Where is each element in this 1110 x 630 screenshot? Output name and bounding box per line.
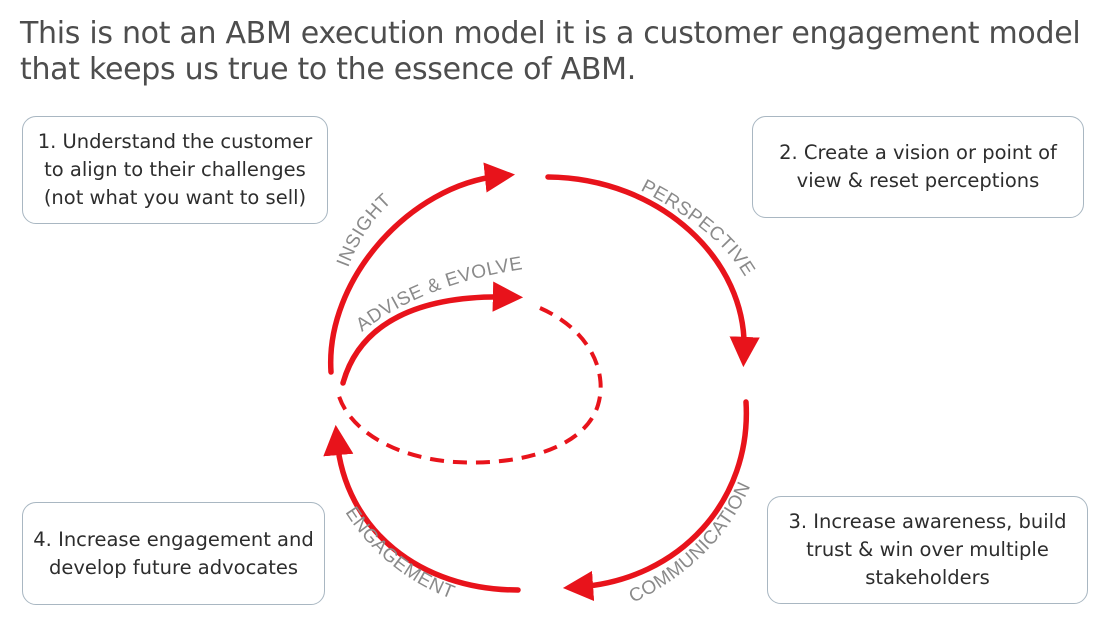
advise-evolve-dashed-loop <box>336 306 603 465</box>
advise-evolve-arrow <box>340 281 524 386</box>
step-2-label: 2. Create a vision or point of view & re… <box>779 141 1057 192</box>
engagement-arrow <box>323 424 521 593</box>
step-4-box: 4. Increase engagement and develop futur… <box>22 502 325 605</box>
step-3-label: 3. Increase awareness, build trust & win… <box>788 510 1067 589</box>
communication-arrow <box>562 399 750 602</box>
insight-arrow <box>328 162 516 375</box>
step-3-box: 3. Increase awareness, build trust & win… <box>767 496 1088 604</box>
perspective-label: PERSPECTIVE <box>638 176 759 280</box>
engagement-label: ENGAGEMENT <box>341 503 458 603</box>
step-4-label: 4. Increase engagement and develop futur… <box>33 527 314 579</box>
step-1-label: 1. Understand the customer to align to t… <box>37 130 313 209</box>
step-1-box: 1. Understand the customer to align to t… <box>22 116 328 224</box>
perspective-arrow <box>545 174 760 368</box>
slide-title: This is not an ABM execution model it is… <box>20 16 1081 87</box>
step-2-box: 2. Create a vision or point of view & re… <box>752 116 1084 218</box>
